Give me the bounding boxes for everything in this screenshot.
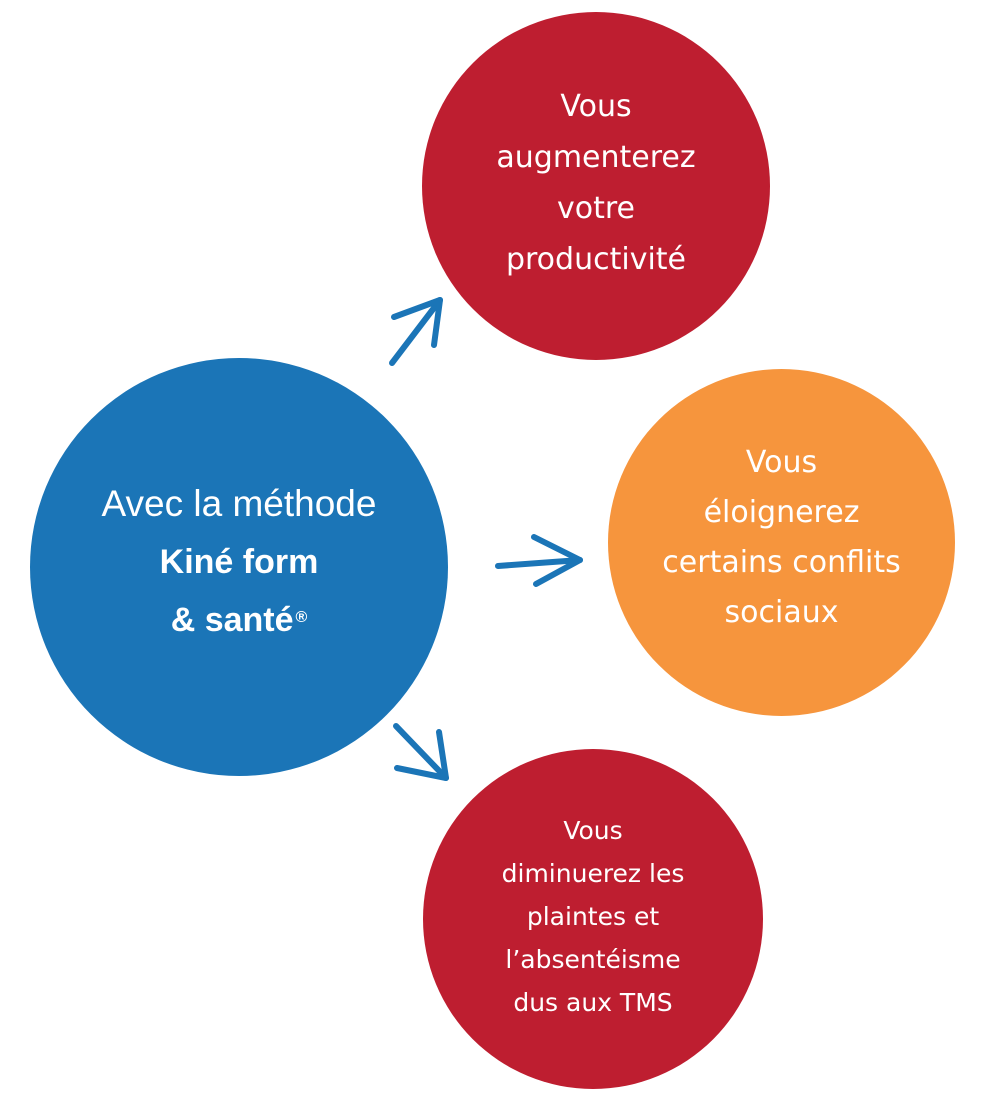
top-line-3: votre <box>556 191 635 226</box>
center-line-3-text: & santé <box>170 601 294 639</box>
bottom-line-5: dus aux TMS <box>513 987 673 1017</box>
center-line-3: & santé® <box>102 591 377 649</box>
bottom-line-3: plaintes et <box>526 901 660 931</box>
benefit-productivity-circle: Vous augmenterez votre productivité <box>422 12 770 360</box>
middle-line-1: Vous <box>745 444 818 480</box>
central-method-circle: Avec la méthode Kiné form & santé® <box>30 358 448 776</box>
center-line-1: Avec la méthode <box>101 483 377 524</box>
middle-line-3: certains conflits <box>662 544 901 580</box>
arrow-down-right-icon <box>393 723 449 781</box>
middle-line-2: éloignerez <box>703 494 860 530</box>
bottom-line-2: diminuerez les <box>501 858 685 888</box>
benefit-tms-circle: Vous diminuerez les plaintes et l’absent… <box>423 749 763 1089</box>
benefit-conflicts-circle: Vous éloignerez certains conflits sociau… <box>608 369 955 716</box>
arrow-up-right-icon <box>389 297 443 366</box>
center-line-2: Kiné form <box>159 543 319 581</box>
top-line-4: productivité <box>505 242 686 277</box>
top-line-2: augmenterez <box>496 140 696 175</box>
arrow-right-icon <box>495 534 583 587</box>
bottom-line-1: Vous <box>563 815 623 845</box>
registered-mark: ® <box>295 609 308 626</box>
top-line-1: Vous <box>560 89 632 124</box>
bottom-line-4: l’absentéisme <box>505 944 681 974</box>
middle-line-4: sociaux <box>724 594 839 630</box>
